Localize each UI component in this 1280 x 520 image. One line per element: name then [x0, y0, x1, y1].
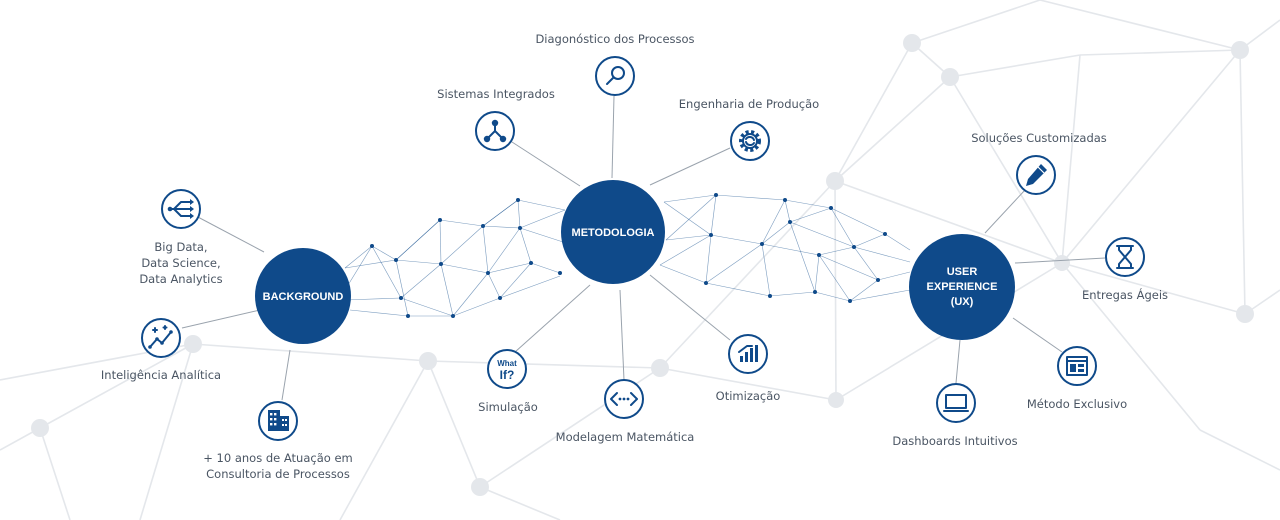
metodo-label: Método Exclusivo [1027, 397, 1127, 411]
atuacao-label-line2: Consultoria de Processos [206, 467, 350, 481]
hub-ux-label-line2: EXPERIENCE [927, 281, 998, 293]
bar-chart-icon [728, 334, 768, 374]
big-data-label-line3: Data Analytics [139, 272, 222, 286]
hub-metodologia-label: METODOLOGIA [572, 227, 655, 239]
background-network-nodes [31, 34, 1254, 496]
hub-mesh-nodes [370, 193, 887, 318]
gear-cycle-icon [730, 121, 770, 161]
what-if-icon: What If? [487, 349, 527, 389]
sistemas-label: Sistemas Integrados [437, 87, 555, 101]
simulacao-label: Simulação [478, 400, 538, 414]
monitor-icon [936, 383, 976, 423]
hub-ux: USER EXPERIENCE (UX) [909, 234, 1015, 340]
modelagem-label: Modelagem Matemática [556, 430, 695, 444]
hourglass-icon [1105, 237, 1145, 277]
flow-split-icon [161, 189, 201, 229]
layout-grid-icon [1057, 346, 1097, 386]
network-nodes-icon [475, 111, 515, 151]
inteligencia-label: Inteligência Analítica [101, 368, 221, 382]
what-if-icon-line2: If? [500, 368, 515, 382]
pencil-icon [1016, 155, 1056, 195]
magnifier-icon [595, 56, 635, 96]
big-data-label-line2: Data Science, [141, 256, 220, 270]
hub-mesh [344, 194, 911, 317]
hub-background: BACKGROUND [255, 248, 351, 344]
analytics-trend-icon [141, 318, 181, 358]
code-brackets-icon [604, 379, 644, 419]
what-if-icon-line1: What [497, 359, 517, 368]
dashboards-label: Dashboards Intuitivos [892, 434, 1017, 448]
building-icon [258, 401, 298, 441]
atuacao-label-line1: + 10 anos de Atuação em [203, 451, 352, 465]
connectors [181, 95, 1106, 401]
solucoes-label: Soluções Customizadas [971, 131, 1107, 145]
entregas-label: Entregas Ágeis [1082, 287, 1168, 302]
hub-background-label: BACKGROUND [263, 291, 344, 303]
hub-ux-label-line3: (UX) [951, 296, 974, 308]
engenharia-label: Engenharia de Produção [679, 97, 819, 111]
hub-ux-label-line1: USER [947, 266, 978, 278]
hub-metodologia: METODOLOGIA [561, 180, 665, 284]
diagnostico-label: Diagonóstico dos Processos [535, 32, 694, 46]
big-data-label-line1: Big Data, [154, 240, 207, 254]
otimizacao-label: Otimização [716, 389, 781, 403]
